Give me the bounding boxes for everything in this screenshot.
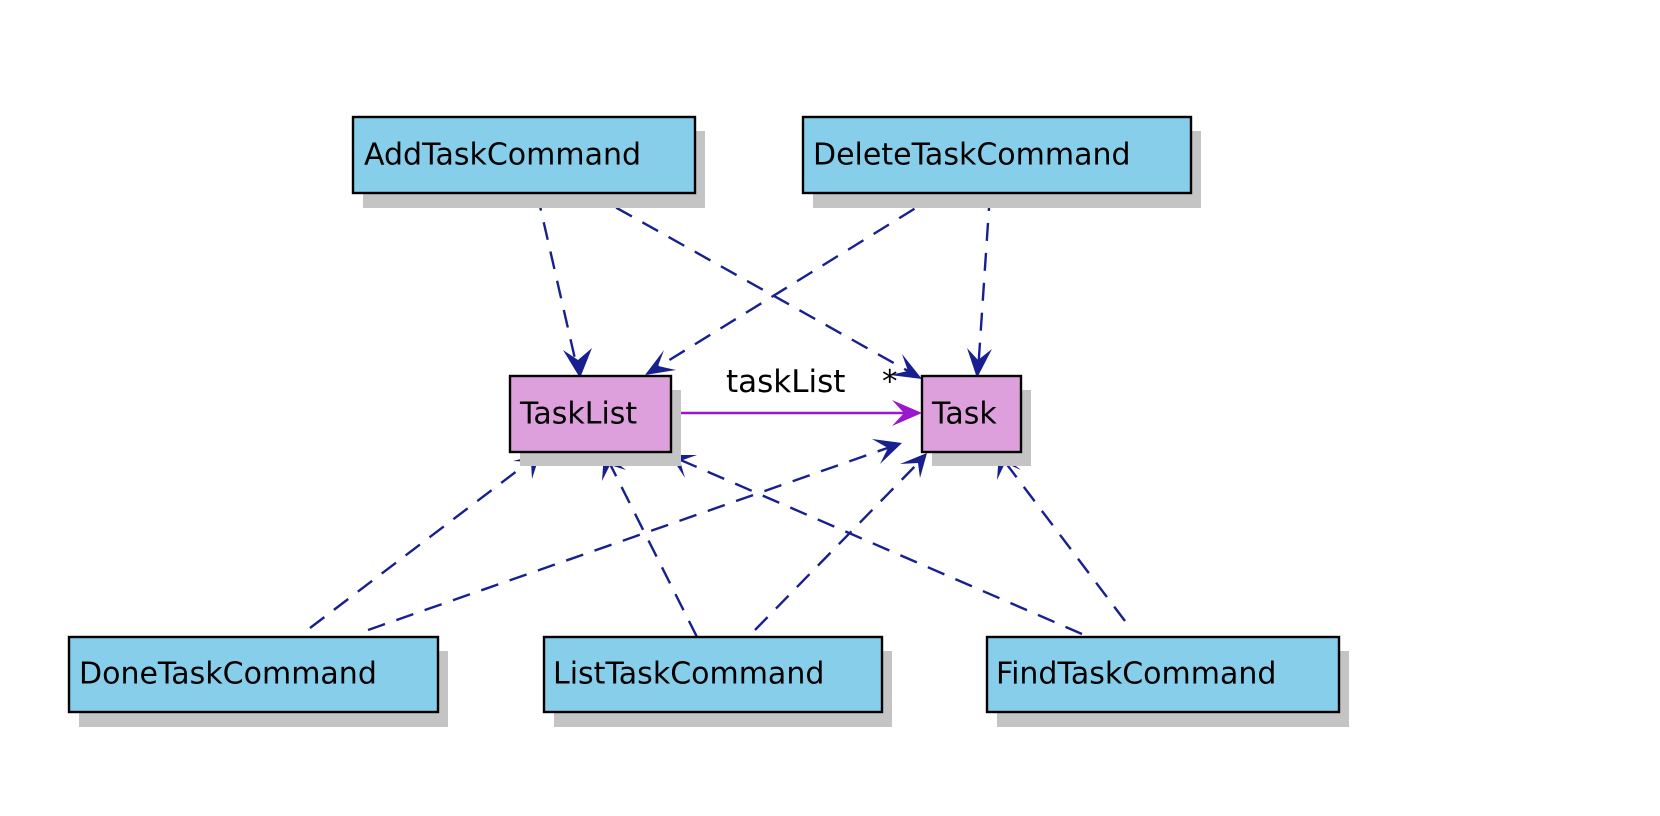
class-list-task-command[interactable]: ListTaskCommand <box>542 635 892 727</box>
dependency-find-to-task <box>997 453 1126 622</box>
done-task-command-label: DoneTaskCommand <box>79 657 377 692</box>
list-task-command-box <box>542 635 884 714</box>
class-done-task-command[interactable]: DoneTaskCommand <box>67 635 448 727</box>
dependency-list-to-task <box>754 453 927 631</box>
task-list-label: TaskList <box>519 397 637 432</box>
class-find-task-command[interactable]: FindTaskCommand <box>985 635 1349 727</box>
dependency-delete-to-tasklist <box>645 191 941 375</box>
add-task-command-box <box>351 115 697 195</box>
dependency-find-to-tasklist <box>670 455 1083 636</box>
association-multiplicity: * <box>882 364 898 400</box>
class-add-task-command[interactable]: AddTaskCommand <box>351 115 705 208</box>
dependency-list-to-tasklist <box>602 453 699 638</box>
delete-task-command-label: DeleteTaskCommand <box>813 138 1131 173</box>
dependency-add-to-task <box>589 191 922 379</box>
list-task-command-label: ListTaskCommand <box>553 657 824 692</box>
class-task[interactable]: Task <box>920 374 1031 466</box>
dependency-add-to-tasklist <box>535 192 592 378</box>
dependency-delete-to-task <box>967 192 992 378</box>
dependency-done-to-task <box>367 439 902 632</box>
class-task-list[interactable]: TaskList <box>508 374 681 466</box>
nodes: AddTaskCommand DeleteTaskCommand TaskLis… <box>67 115 1349 727</box>
task-list-box <box>508 374 673 454</box>
task-box <box>920 374 1023 454</box>
find-task-command-label: FindTaskCommand <box>996 657 1276 692</box>
task-label: Task <box>931 397 997 432</box>
association-label: taskList <box>726 364 845 400</box>
dependency-done-to-tasklist <box>309 454 540 629</box>
find-task-command-box <box>985 635 1341 714</box>
association-tasklist-to-task <box>672 400 922 426</box>
class-delete-task-command[interactable]: DeleteTaskCommand <box>801 115 1201 208</box>
add-task-command-label: AddTaskCommand <box>364 138 641 173</box>
done-task-command-box <box>67 635 440 714</box>
delete-task-command-box <box>801 115 1193 195</box>
edges <box>309 191 1126 638</box>
